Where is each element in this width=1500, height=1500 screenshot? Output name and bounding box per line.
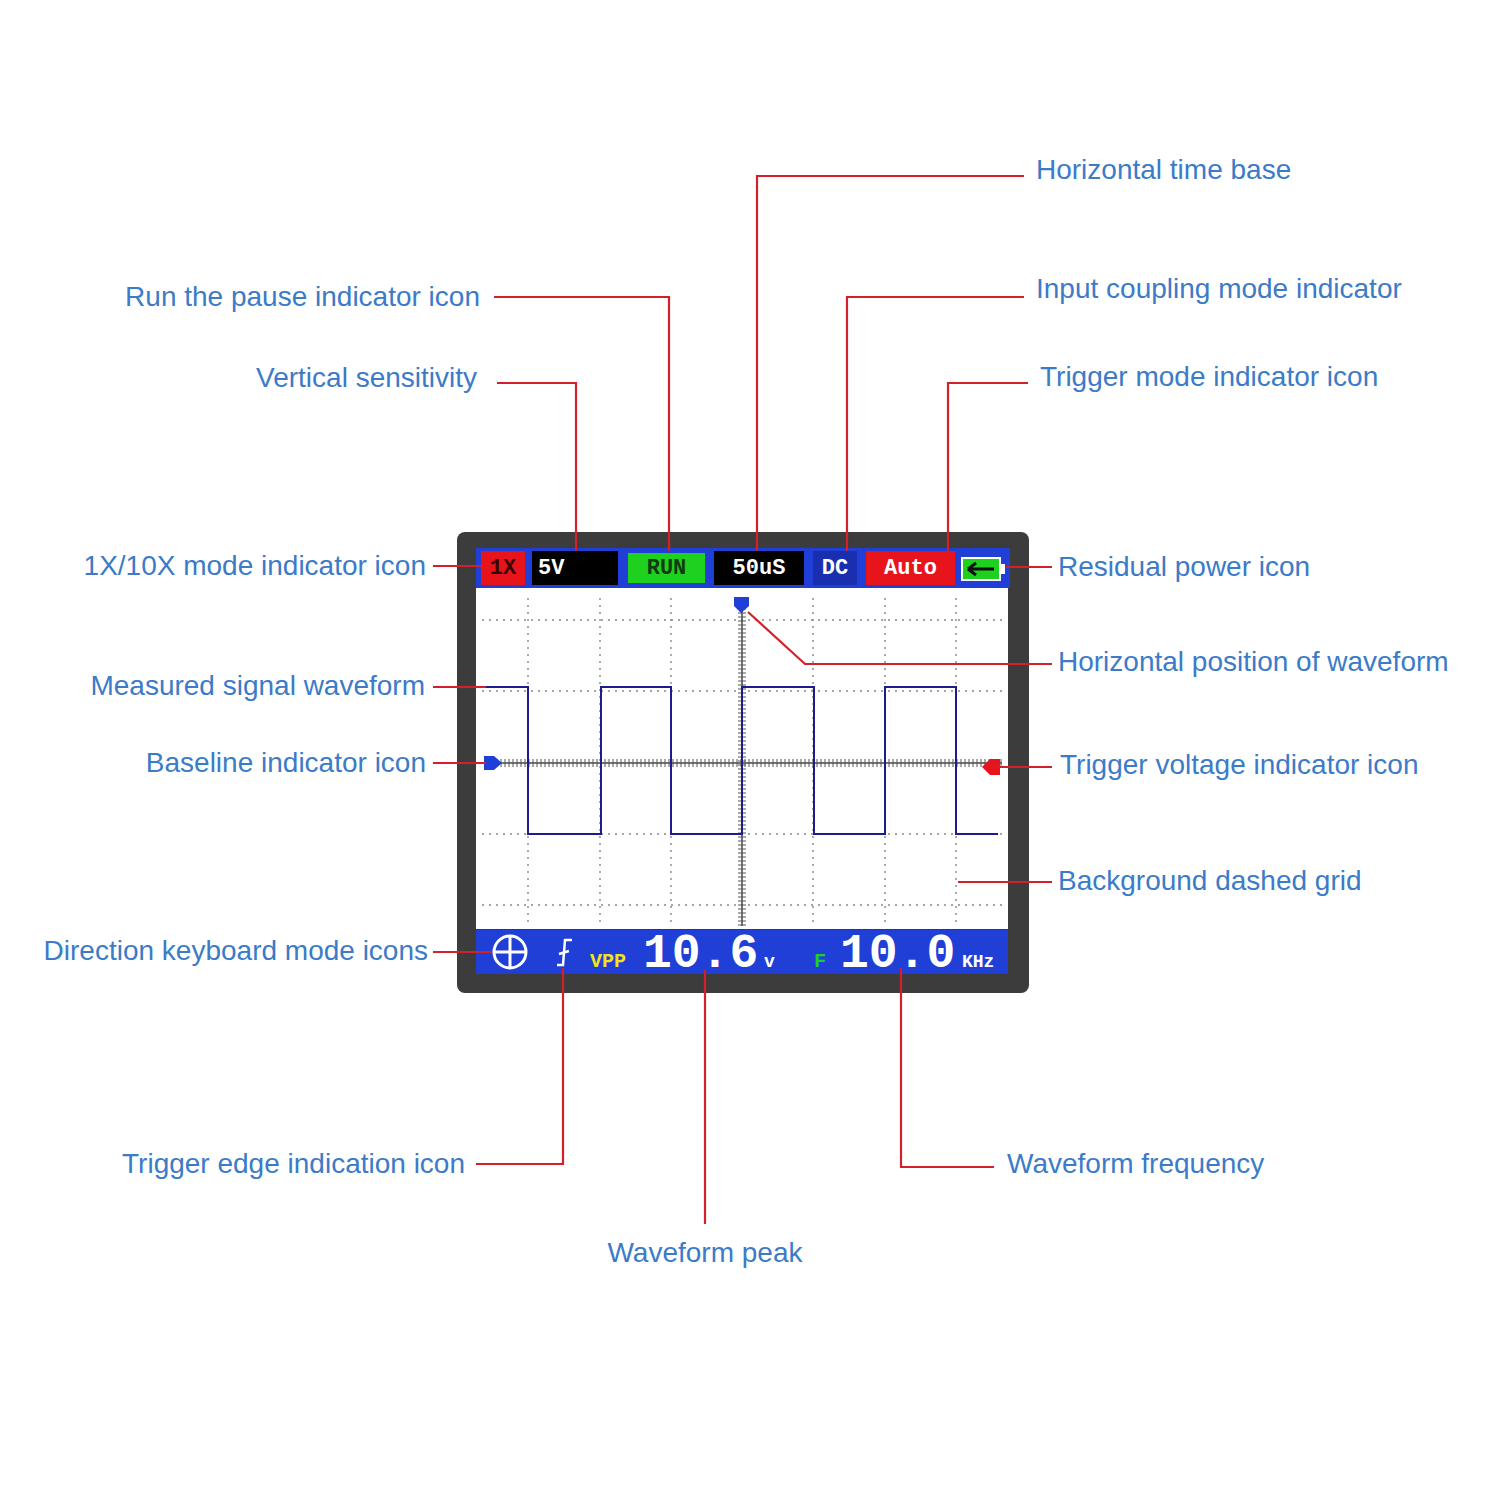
callout-label: Input coupling mode indicator — [1036, 274, 1402, 305]
scope-reading: 10.6 — [643, 930, 758, 978]
callout-label: Trigger voltage indicator icon — [1060, 750, 1418, 781]
scope-reading: VPP — [590, 952, 626, 972]
scope-reading: F — [814, 952, 826, 972]
status-indicator: 1X — [481, 551, 525, 585]
callout-label: Waveform frequency — [1007, 1149, 1264, 1180]
callout-label: Waveform peak — [607, 1238, 802, 1269]
background-dashed-grid — [482, 598, 1002, 926]
callout-label: Vertical sensitivity — [256, 363, 477, 394]
status-indicator: 5V — [532, 551, 618, 585]
baseline-marker — [484, 756, 502, 770]
indicator-text: RUN — [647, 556, 687, 581]
callout-label: Baseline indicator icon — [146, 748, 426, 779]
callout-label: Background dashed grid — [1058, 866, 1362, 897]
indicator-text: 5V — [538, 556, 564, 581]
status-indicator: RUN — [626, 551, 707, 585]
measured-waveform — [484, 687, 998, 834]
indicator-text: Auto — [884, 556, 937, 581]
battery-arrow — [968, 563, 994, 575]
callout-label: 1X/10X mode indicator icon — [84, 551, 426, 582]
callout-label: Direction keyboard mode icons — [44, 936, 428, 967]
scope-reading: KHz — [962, 953, 994, 971]
indicator-text: 50uS — [733, 556, 786, 581]
leader-lines — [433, 176, 1052, 1224]
callout-label: Residual power icon — [1058, 552, 1310, 583]
battery-tip — [1000, 564, 1005, 574]
horizontal-position-marker — [734, 597, 749, 613]
status-indicator: DC — [813, 551, 857, 585]
status-indicator: Auto — [866, 551, 955, 585]
scope-reading: 10.0 — [840, 930, 955, 978]
callout-label: Run the pause indicator icon — [125, 282, 480, 313]
screen-bezel — [457, 532, 1029, 993]
callout-label: Trigger edge indication icon — [122, 1149, 465, 1180]
battery-icon — [962, 558, 1000, 580]
callout-label: Horizontal time base — [1036, 155, 1291, 186]
scope-reading: v — [764, 953, 775, 971]
status-indicator: 50uS — [714, 551, 804, 585]
callout-label: Measured signal waveform — [90, 671, 425, 702]
callout-label: Trigger mode indicator icon — [1040, 362, 1378, 393]
status-bar — [476, 548, 1010, 588]
callout-label: Horizontal position of waveform — [1058, 647, 1449, 678]
graticule-area — [476, 588, 1008, 929]
direction-keyboard-icon — [494, 936, 526, 968]
indicator-text: DC — [822, 556, 848, 581]
indicator-text: 1X — [490, 556, 516, 581]
trigger-edge-icon — [557, 940, 572, 965]
